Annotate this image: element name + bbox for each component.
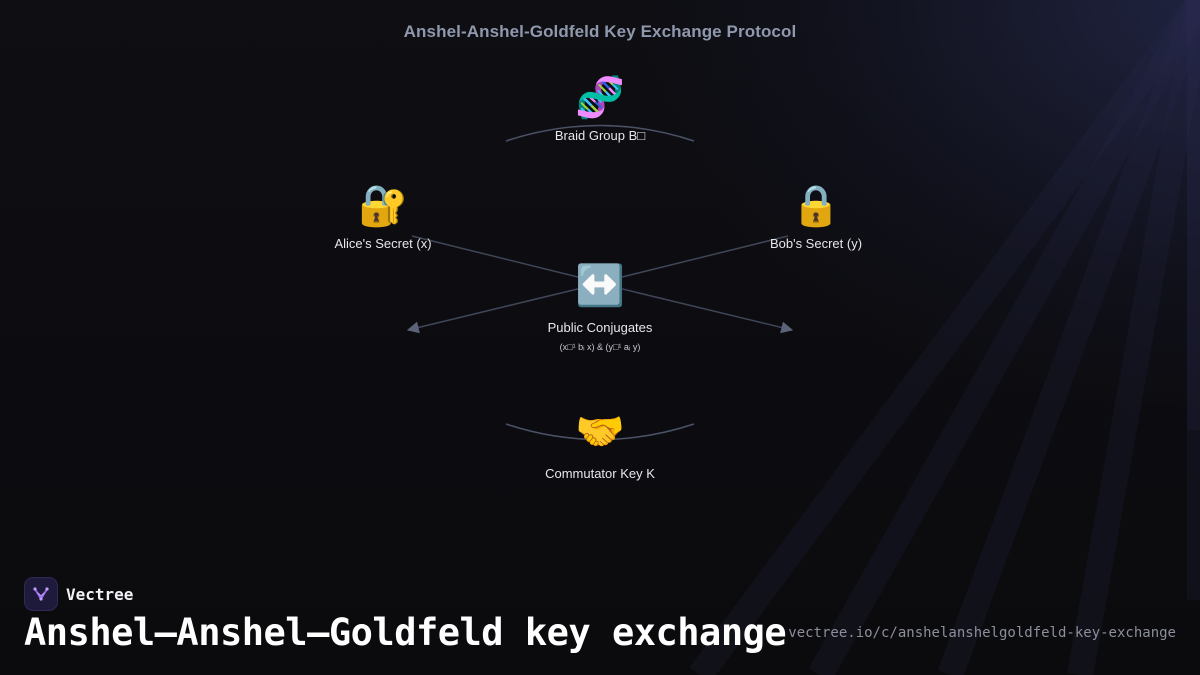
public-conjugates-node: ↔️ Public Conjugates (x□¹ bᵢ x) & (y□¹ a… [548,262,653,352]
commutator-key-node: 🤝 Commutator Key K [545,408,655,481]
brand-name: Vectree [66,584,134,604]
braid-group-label: Braid Group B□ [554,128,646,143]
braid-arc [505,124,695,142]
bob-secret-label: Bob's Secret (y) [769,236,863,251]
commutator-arc [505,423,695,441]
page-title: Anshel–Anshel–Goldfeld key exchange [24,611,787,654]
center-to-bob-arrow [609,285,794,334]
lock-icon: 🔒 [791,183,841,229]
diagram-title: Anshel-Anshel-Goldfeld Key Exchange Prot… [403,22,797,41]
alice-secret-node: 🔐 Alice's Secret (x) [334,182,431,251]
vectree-logo-icon [24,577,58,611]
public-conjugates-label: Public Conjugates [547,320,653,335]
center-to-alice-arrow [406,285,591,334]
aag-protocol-diagram: Anshel-Anshel-Goldfeld Key Exchange Prot… [334,22,862,481]
bob-secret-node: 🔒 Bob's Secret (y) [770,182,862,251]
braid-group-node: 🧬 Braid Group B□ [555,74,645,143]
footer: Vectree Anshel–Anshel–Goldfeld key excha… [24,575,1176,675]
bob-to-center-connector [609,235,789,281]
locked-with-key-icon: 🔐 [358,183,408,229]
diagram-connectors [406,124,794,441]
public-conjugates-formula: (x□¹ bᵢ x) & (y□¹ aᵢ y) [559,342,641,352]
alice-to-center-connector [411,235,591,281]
alice-secret-label: Alice's Secret (x) [334,236,432,251]
page-url[interactable]: vectree.io/c/anshelanshelgoldfeld-key-ex… [788,625,1176,641]
left-right-arrow-icon: ↔️ [575,263,625,309]
dna-icon: 🧬 [575,75,625,121]
brand[interactable]: Vectree [24,577,133,611]
handshake-icon: 🤝 [575,409,625,455]
commutator-key-label: Commutator Key K [545,466,655,481]
